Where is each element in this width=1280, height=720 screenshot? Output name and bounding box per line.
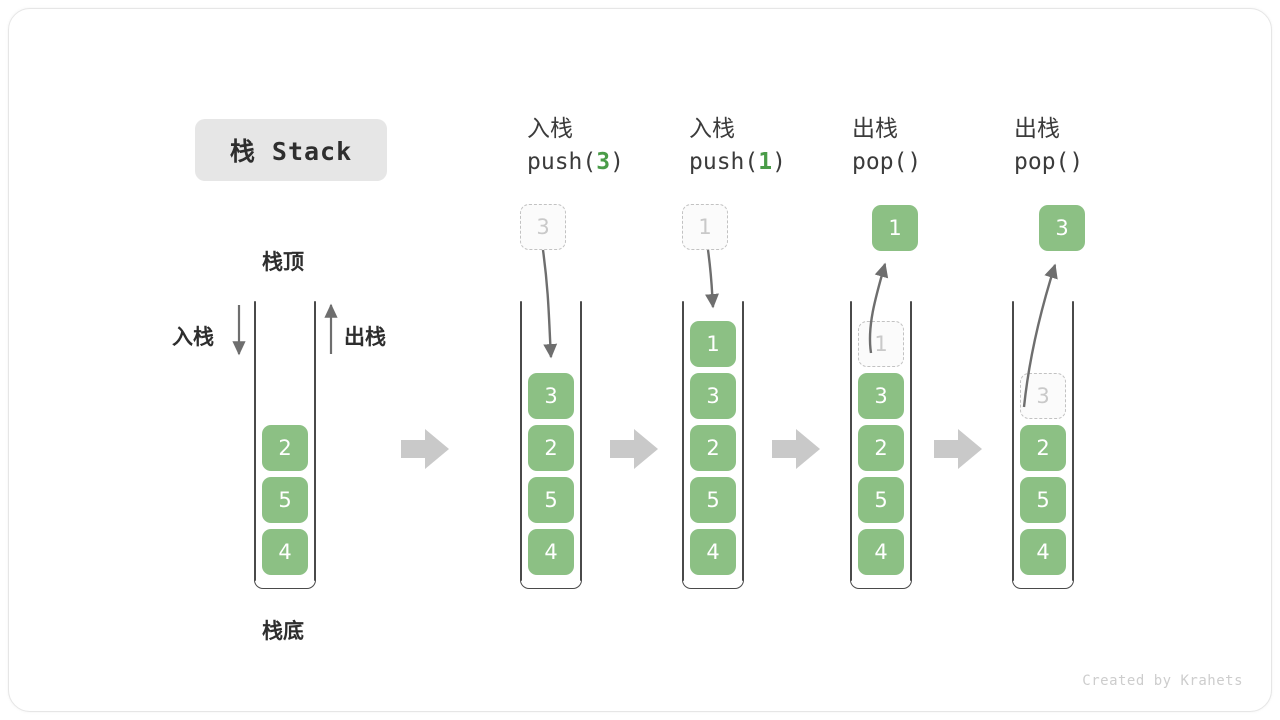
stack-wall-left xyxy=(850,301,852,581)
stack-cell: 5 xyxy=(690,477,736,523)
stack-floor xyxy=(254,573,316,589)
motion-arrow-push-1 xyxy=(705,249,719,309)
stack-cell: 4 xyxy=(1020,529,1066,575)
stack-cell: 3 xyxy=(858,373,904,419)
code-prefix: push( xyxy=(689,149,759,176)
floating-cell-push-1: 1 xyxy=(682,204,728,250)
stack-container-pop-2 xyxy=(1012,301,1074,589)
stack-cell: 5 xyxy=(528,477,574,523)
stack-container-push-3 xyxy=(520,301,582,589)
stack-cell: 2 xyxy=(528,425,574,471)
stack-floor xyxy=(1012,573,1074,589)
stack-cell: 2 xyxy=(262,425,308,471)
code-suffix: ) xyxy=(772,149,786,176)
pop-direction-label: 出栈 xyxy=(344,325,386,349)
flow-arrow-icon xyxy=(610,429,658,469)
column-header-cn: 出栈 xyxy=(1014,116,1060,142)
stack-cell: 4 xyxy=(858,529,904,575)
push-direction-label: 入栈 xyxy=(172,325,214,349)
column-header-code: push(1) xyxy=(689,146,859,179)
code-arg: 1 xyxy=(758,149,773,176)
diagram-card: 栈 Stack 入栈 push(3) 入栈 push(1) 出栈 pop() 出… xyxy=(8,8,1272,712)
stack-cell: 5 xyxy=(858,477,904,523)
stack-cell: 5 xyxy=(262,477,308,523)
stack-floor xyxy=(850,573,912,589)
stack-wall-right xyxy=(742,301,744,581)
column-header-code: push(3) xyxy=(527,146,697,179)
stack-wall-right xyxy=(1072,301,1074,581)
stack-wall-left xyxy=(1012,301,1014,581)
stack-cell: 4 xyxy=(690,529,736,575)
column-header-code: pop() xyxy=(852,146,1022,179)
stack-bottom-label: 栈底 xyxy=(262,619,304,643)
stack-floor xyxy=(682,573,744,589)
stack-cell: 4 xyxy=(528,529,574,575)
diagram-title-badge: 栈 Stack xyxy=(195,119,387,181)
flow-arrow-icon xyxy=(934,429,982,469)
stack-container-pop-1 xyxy=(850,301,912,589)
stack-cell: 2 xyxy=(690,425,736,471)
column-header-pop-1: 出栈 pop() xyxy=(852,113,1022,180)
stack-wall-left xyxy=(254,301,256,581)
code-prefix: pop( xyxy=(852,149,908,176)
column-header-push-3: 入栈 push(3) xyxy=(527,113,697,180)
stack-container-push-1 xyxy=(682,301,744,589)
ghost-cell-in-stack: 3 xyxy=(1020,373,1066,419)
stack-floor xyxy=(520,573,582,589)
stack-cell: 3 xyxy=(528,373,574,419)
floating-cell-push-3: 3 xyxy=(520,204,566,250)
stack-cell: 2 xyxy=(858,425,904,471)
column-header-cn: 入栈 xyxy=(689,116,735,142)
stack-top-label: 栈顶 xyxy=(262,250,304,274)
stack-cell: 1 xyxy=(690,321,736,367)
code-arg: 3 xyxy=(596,149,611,176)
stack-cell: 5 xyxy=(1020,477,1066,523)
column-header-cn: 出栈 xyxy=(852,116,898,142)
column-header-code: pop() xyxy=(1014,146,1184,179)
code-suffix: ) xyxy=(907,149,922,176)
stack-wall-left xyxy=(682,301,684,581)
stack-cell: 2 xyxy=(1020,425,1066,471)
stack-wall-right xyxy=(314,301,316,581)
code-suffix: ) xyxy=(1069,149,1084,176)
floating-cell-pop-1: 1 xyxy=(872,205,918,251)
flow-arrow-icon xyxy=(401,429,449,469)
code-suffix: ) xyxy=(610,149,624,176)
stack-container-initial xyxy=(254,301,316,589)
ghost-cell-in-stack: 1 xyxy=(858,321,904,367)
flow-arrow-icon xyxy=(772,429,820,469)
code-prefix: push( xyxy=(527,149,597,176)
floating-cell-pop-2: 3 xyxy=(1039,205,1085,251)
stack-cell: 4 xyxy=(262,529,308,575)
stack-wall-right xyxy=(910,301,912,581)
column-header-cn: 入栈 xyxy=(527,116,573,142)
stack-cell: 3 xyxy=(690,373,736,419)
stack-wall-right xyxy=(580,301,582,581)
stack-wall-left xyxy=(520,301,522,581)
column-header-pop-2: 出栈 pop() xyxy=(1014,113,1184,180)
credit-text: Created by Krahets xyxy=(1082,673,1243,689)
column-header-push-1: 入栈 push(1) xyxy=(689,113,859,180)
code-prefix: pop( xyxy=(1014,149,1070,176)
